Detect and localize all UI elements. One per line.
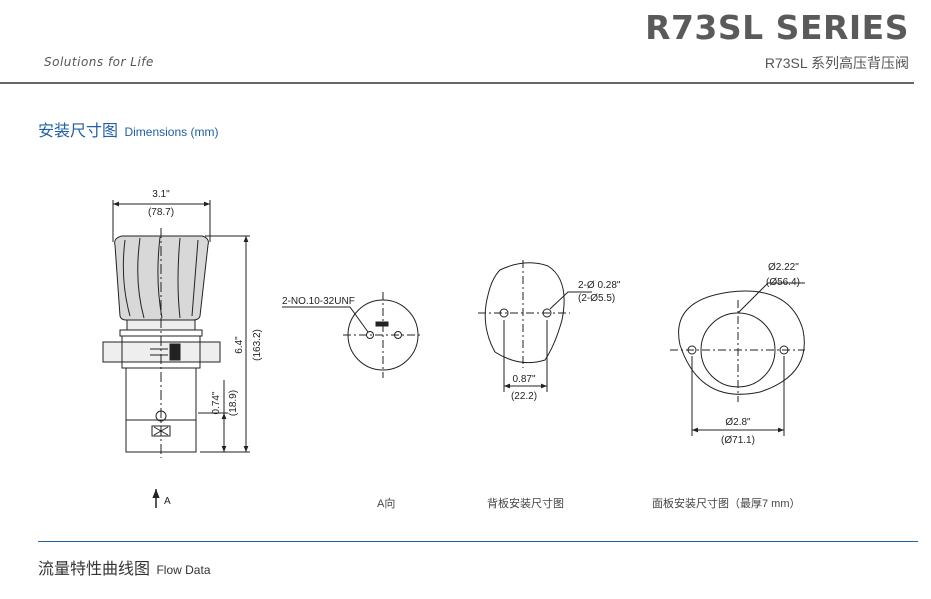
side-width-in: 3.1" [152, 189, 170, 200]
tagline: Solutions for Life [44, 55, 154, 69]
dimensions-heading: 安装尺寸图 Dimensions (mm) [38, 117, 218, 141]
side-width-mm: (78.7) [148, 207, 174, 218]
front-hole-mm: (Ø56.4) [766, 277, 800, 288]
side-height-mm: (163.2) [252, 329, 263, 361]
knob [114, 235, 209, 331]
flow-heading-zh: 流量特性曲线图 [38, 561, 151, 578]
back-hole-label: 2-Ø 0.28" [578, 280, 621, 291]
series-subtitle: R73SL 系列高压背压阀 [764, 55, 909, 71]
thread-label: 2-NO.10-32UNF [282, 296, 355, 307]
view-a [282, 292, 423, 378]
front-spacing-mm: (Ø71.1) [721, 435, 755, 446]
front-spacing-in: Ø2.8" [725, 417, 751, 428]
side-port-mm: (18.9) [228, 390, 239, 416]
back-panel [478, 260, 592, 392]
header-rule [0, 82, 914, 84]
series-title: R73SL SERIES [645, 8, 909, 47]
front-panel [670, 282, 805, 436]
valve-body [102, 228, 221, 458]
back-spacing-in: 0.87" [512, 374, 535, 385]
back-hole-mm: (2-Ø5.5) [578, 293, 615, 304]
flow-heading: 流量特性曲线图 Flow Data [38, 555, 211, 579]
flow-heading-en: Flow Data [156, 563, 211, 577]
side-height-in: 6.4" [234, 336, 245, 354]
section-rule [38, 541, 918, 542]
dimensions-heading-en: Dimensions (mm) [124, 125, 219, 139]
side-port-in: 0.74" [211, 391, 222, 414]
back-panel-caption: 背板安装尺寸图 [487, 498, 564, 510]
arrow-a-label: A [164, 496, 171, 507]
side-view [102, 200, 250, 508]
dimensions-heading-zh: 安装尺寸图 [38, 123, 119, 140]
view-a-caption: A向 [377, 498, 396, 510]
front-hole-label: Ø2.22" [768, 262, 799, 273]
back-spacing-mm: (22.2) [511, 391, 537, 402]
front-panel-caption: 面板安装尺寸图（最厚7 mm） [652, 498, 801, 510]
